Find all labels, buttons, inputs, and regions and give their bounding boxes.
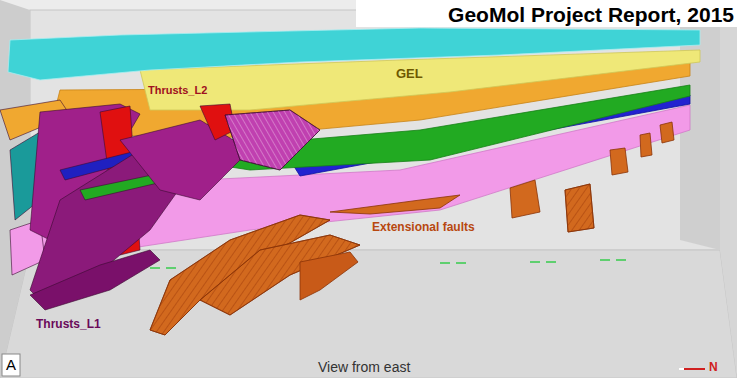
corner-marks-shape: [679, 368, 684, 370]
extensional-faults-shape: [300, 252, 358, 300]
corner-marks-shape: [684, 368, 705, 370]
extensional-faults-shape: [640, 133, 652, 157]
stratigraphic-layers-shape: [8, 28, 700, 80]
panel-letter: A: [6, 357, 16, 374]
view-caption: View from east: [318, 360, 410, 375]
extensional-faults-shape: [565, 184, 594, 232]
corner-marks-shape: [2, 354, 20, 376]
fault-label: Extensional faults: [372, 221, 475, 234]
extensional-faults-shape: [660, 122, 674, 143]
extensional-faults-shape: [200, 235, 360, 315]
extensional-faults-shape: [330, 195, 460, 214]
layer-label: GEL: [396, 67, 423, 81]
thrust-surfaces: [0, 100, 320, 310]
extensional-faults-shape: [565, 184, 594, 232]
corner-marks-shape: [356, 0, 737, 27]
report-title: GeoMol Project Report, 2015: [448, 3, 734, 26]
thrust-label: Thrusts_L2: [148, 84, 207, 96]
extensional-faults-shape: [200, 235, 360, 315]
thrust-surfaces-shape: [225, 110, 320, 170]
grid-ticks-shape: [440, 262, 470, 264]
grid-ticks-shape: [530, 261, 560, 263]
model-box-shape: [720, 0, 737, 378]
extensional-faults-shape: [610, 148, 628, 175]
model-box-shape: [0, 250, 737, 378]
grid-ticks-shape: [150, 267, 180, 269]
grid-ticks-shape: [600, 259, 630, 261]
thrust-surfaces-shape: [30, 250, 160, 310]
thrust-label: Thrusts_L1: [36, 318, 101, 331]
extensional-faults-shape: [510, 180, 540, 218]
north-arrow: N: [709, 361, 718, 374]
thrust-surfaces-shape: [225, 110, 320, 170]
